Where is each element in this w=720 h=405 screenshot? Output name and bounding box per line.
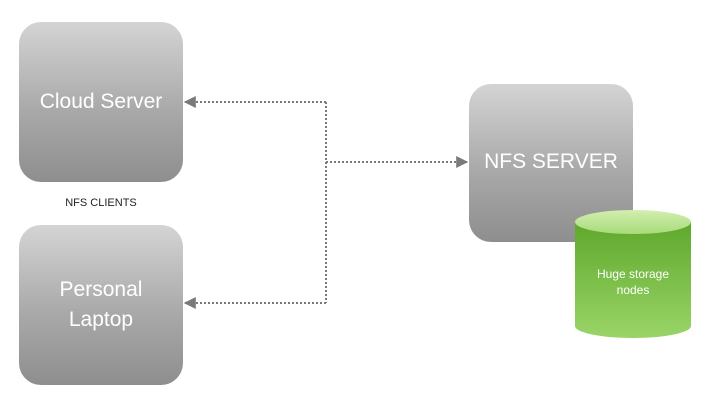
- nfs-clients-caption: NFS CLIENTS: [65, 197, 137, 209]
- database-cylinder-icon: [575, 210, 691, 338]
- nfs-server-label: NFS SERVER: [484, 150, 618, 173]
- cloud-server-node: Cloud Server: [19, 22, 183, 182]
- storage-cylinder: Huge storage nodes: [573, 208, 693, 340]
- cloud-server-label: Cloud Server: [39, 90, 163, 113]
- personal-laptop-node: Personal Laptop: [19, 225, 183, 385]
- storage-label: Huge storage nodes: [596, 267, 670, 297]
- personal-laptop-label: Personal Laptop: [59, 278, 143, 331]
